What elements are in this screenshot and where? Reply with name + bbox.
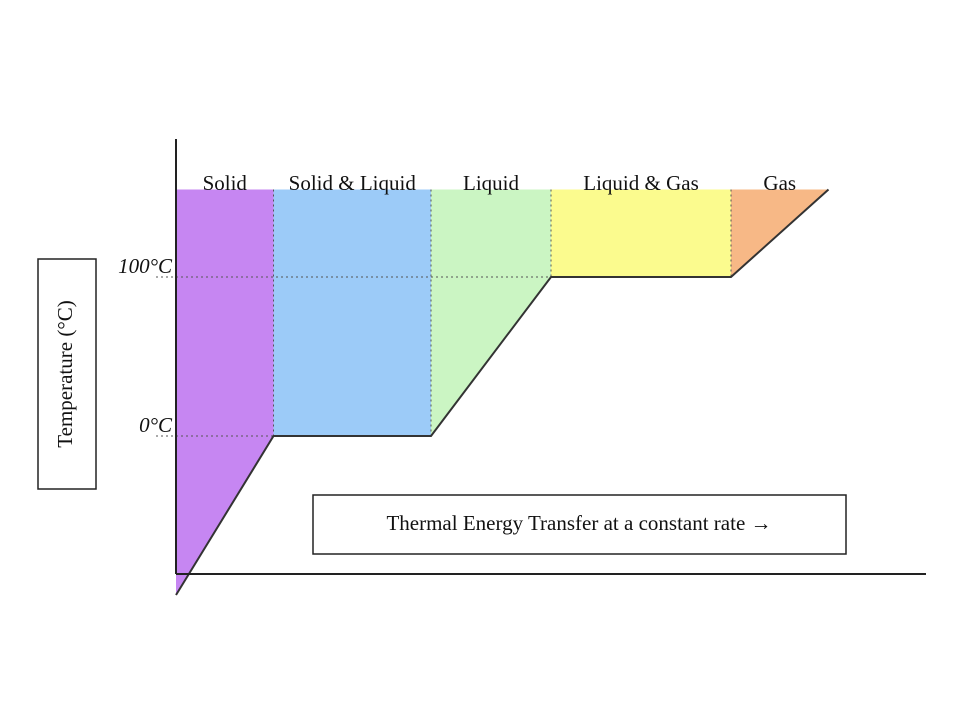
phase-dividers — [273, 189, 732, 436]
temperature-gridlines — [156, 276, 551, 437]
phase-label-4: Gas — [763, 171, 796, 195]
phase-label-1: Solid & Liquid — [289, 171, 417, 195]
y-axis-label-box — [37, 258, 97, 490]
phase-label-3: Liquid & Gas — [583, 171, 699, 195]
x-axis-label-box — [312, 494, 847, 555]
y-tick-label-1: 100°C — [118, 254, 173, 278]
phase-label-2: Liquid — [463, 171, 519, 195]
x-axis-label: Thermal Energy Transfer at a constant ra… — [386, 511, 771, 535]
phase-labels: Solid Solid & Liquid Liquid Liquid & Gas Gas — [203, 171, 797, 195]
phase-regions — [176, 189, 829, 596]
heating-curve-line — [175, 188, 830, 596]
phase-region-1 — [273, 189, 431, 436]
phase-label-0: Solid — [203, 171, 248, 195]
y-tick-labels: 0°C 100°C — [118, 254, 173, 437]
phase-region-0 — [176, 189, 274, 596]
y-axis-label: Temperature (°C) — [53, 300, 77, 447]
y-tick-label-0: 0°C — [139, 413, 173, 437]
phase-region-2 — [431, 189, 551, 436]
phase-region-3 — [551, 189, 731, 277]
